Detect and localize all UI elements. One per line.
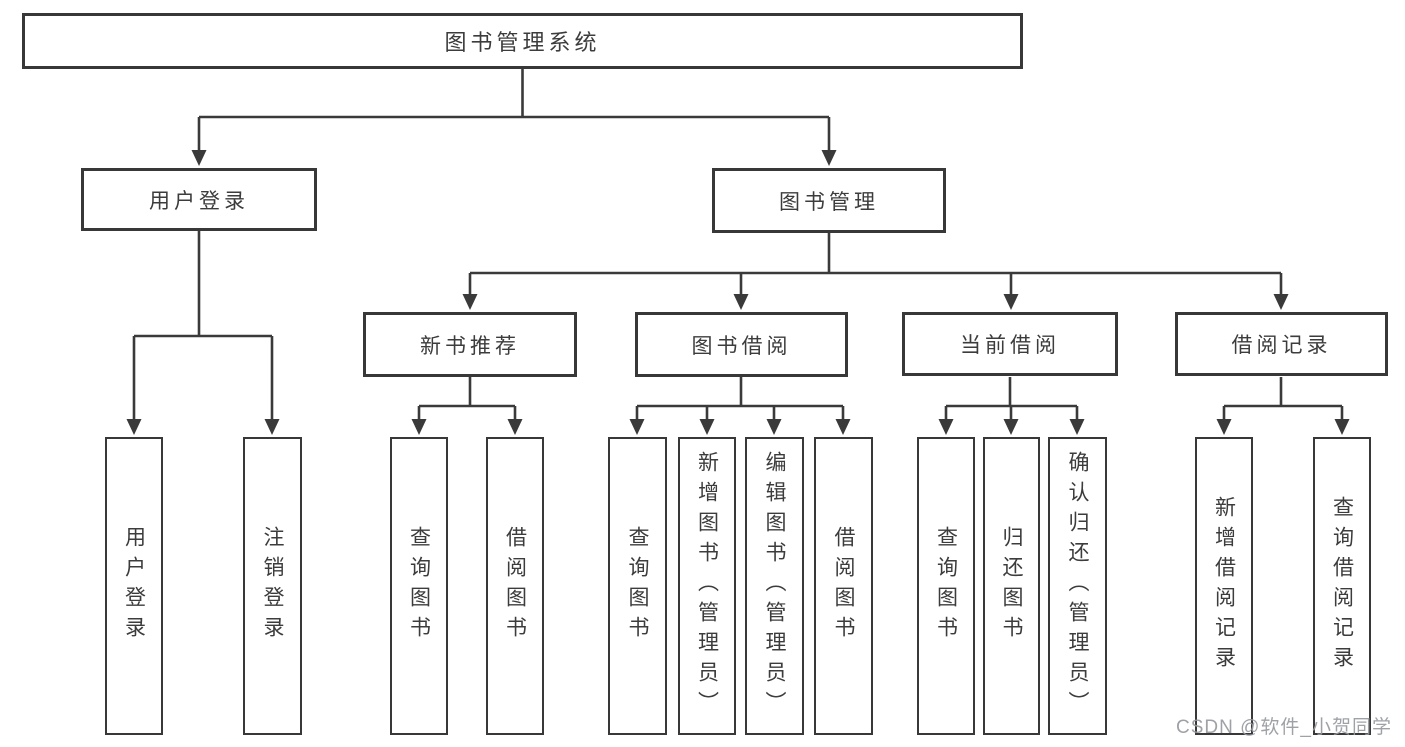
leaf-borrow-book: 借阅图书 <box>814 437 873 735</box>
leaf-return-book: 归还图书 <box>983 437 1040 735</box>
leaf-label: 用户登录 <box>122 526 146 646</box>
node-new-book-recommend: 新书推荐 <box>363 312 577 377</box>
leaf-label: 查询图书 <box>407 526 431 646</box>
leaf-label: 查询图书 <box>934 526 958 646</box>
node-borrow-record: 借阅记录 <box>1175 312 1388 376</box>
node-user-login: 用户登录 <box>81 168 317 231</box>
leaf-edit-book-admin: 编辑图书（管理员） <box>745 437 804 735</box>
leaf-query-book-recommend: 查询图书 <box>390 437 448 735</box>
leaf-label: 新增借阅记录 <box>1212 496 1236 676</box>
csdn-watermark: CSDN @软件_小贺同学 <box>1176 717 1392 738</box>
leaf-label: 归还图书 <box>1000 526 1023 646</box>
node-root: 图书管理系统 <box>22 13 1023 69</box>
leaf-label: 新增图书（管理员） <box>695 451 719 721</box>
leaf-label: 借阅图书 <box>503 526 527 646</box>
leaf-borrow-book-recommend: 借阅图书 <box>486 437 544 735</box>
leaf-user-login: 用户登录 <box>105 437 163 735</box>
leaf-add-borrow-record: 新增借阅记录 <box>1195 437 1253 735</box>
node-book-borrow: 图书借阅 <box>635 312 848 377</box>
leaf-query-book-current: 查询图书 <box>917 437 975 735</box>
leaf-label: 编辑图书（管理员） <box>763 451 786 721</box>
leaf-query-borrow-record: 查询借阅记录 <box>1313 437 1371 735</box>
leaf-label: 借阅图书 <box>832 526 855 646</box>
node-book-management: 图书管理 <box>712 168 946 233</box>
node-current-borrow: 当前借阅 <box>902 312 1118 376</box>
leaf-logout: 注销登录 <box>243 437 302 735</box>
leaf-query-book-borrow: 查询图书 <box>608 437 667 735</box>
leaf-confirm-return-admin: 确认归还（管理员） <box>1048 437 1107 735</box>
leaf-label: 查询借阅记录 <box>1330 496 1354 676</box>
leaf-add-book-admin: 新增图书（管理员） <box>678 437 736 735</box>
leaf-label: 查询图书 <box>626 526 649 646</box>
leaf-label: 确认归还（管理员） <box>1066 451 1089 721</box>
leaf-label: 注销登录 <box>261 526 284 646</box>
